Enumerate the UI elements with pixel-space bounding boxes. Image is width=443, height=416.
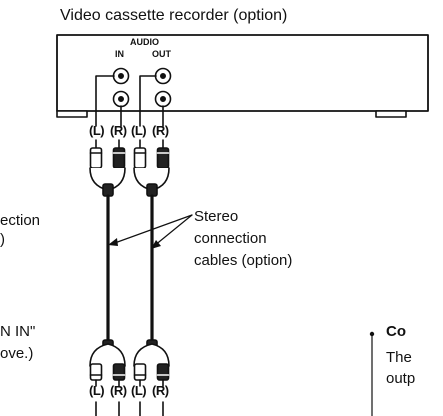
bottom-rca-plugs [89,363,170,387]
cable-callout-arrows [111,214,193,247]
audio-in-jacks [112,67,130,108]
bottom-right-connector-2: (R) [152,383,169,398]
cable-label-line-3: cables (option) [194,252,293,269]
left-cut-text-3: N IN" [0,323,36,340]
audio-out-jacks [154,67,172,108]
vcr-title: Video cassette recorder (option) [60,7,288,24]
cable-label-line-1: Stereo [194,208,239,225]
audio-out-label: OUT [152,49,171,59]
right-cut-text-2: outp [386,370,416,387]
top-right-connector-1: (R) [110,123,127,138]
jack-leader-lines [95,75,164,127]
bottom-left-connector-1: (L) [89,383,105,398]
audio-label: AUDIO [130,37,159,47]
vcr-body [56,34,429,112]
top-rca-plugs [89,139,170,169]
bottom-left-connector-2: (L) [131,383,147,398]
right-cut-heading: Co [386,323,406,340]
top-cable-joins [89,167,170,197]
left-cut-text-1: ection [0,212,41,229]
audio-in-label: IN [115,49,124,59]
cable-label-line-2: connection [194,230,267,247]
bottom-cable-joins [89,339,170,367]
vcr-foot-left [56,110,88,118]
top-right-connector-2: (R) [152,123,169,138]
stereo-cables [106,194,154,342]
top-left-connector-1: (L) [89,123,105,138]
left-cut-text-4: ove.) [0,345,34,362]
left-cut-text-2: ) [0,231,5,248]
vcr-foot-right [375,110,407,118]
right-cut-text-1: The [386,349,412,366]
arrowheads [108,238,375,337]
stereo-cable-label: Stereo connection cables (option) [194,206,292,272]
bottom-right-connector-1: (R) [110,383,127,398]
bottom-leader-lines [95,401,164,416]
top-left-connector-2: (L) [131,123,147,138]
